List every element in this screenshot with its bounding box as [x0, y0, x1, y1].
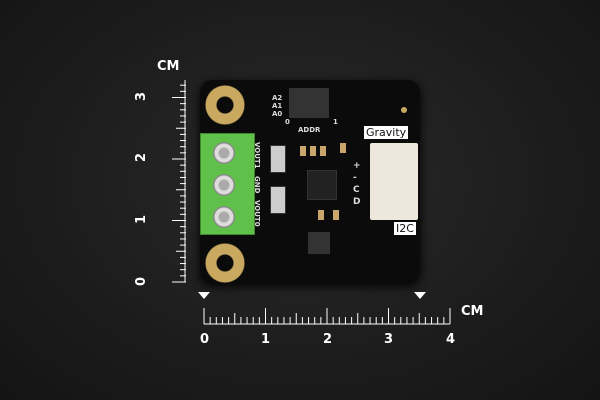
terminal-label: VOUT1: [253, 142, 261, 169]
vertical-ruler-label: 2: [134, 152, 150, 163]
capacitor: [333, 210, 339, 220]
led: [401, 107, 407, 113]
mounting-hole: [205, 243, 245, 283]
pin-label: A2: [272, 94, 283, 102]
horizontal-ruler: [200, 302, 455, 326]
diode: [270, 186, 286, 214]
vertical-ruler-label: 3: [134, 91, 150, 102]
horizontal-ruler-label: 3: [384, 332, 394, 347]
horizontal-ruler-label: 2: [323, 332, 333, 347]
screw: [213, 174, 235, 196]
marker-triangle: [414, 292, 426, 305]
gravity-label: Gravity: [364, 126, 409, 139]
screw-terminal[interactable]: [200, 133, 255, 235]
horizontal-ruler-label: 4: [446, 332, 456, 347]
screw: [213, 142, 235, 164]
terminal-label: VOUT0: [253, 200, 261, 227]
resistor: [300, 146, 306, 156]
main-chip: [307, 170, 337, 200]
pin-label: D: [353, 197, 361, 207]
i2c-label: I2C: [394, 222, 416, 235]
switch-value: 1: [333, 118, 338, 126]
pin-label: C: [353, 185, 360, 195]
pin-label: +: [353, 161, 361, 171]
pin-label: A0: [272, 110, 283, 118]
vertical-ruler: [168, 78, 186, 285]
resistor: [320, 146, 326, 156]
switch-value: 0: [285, 118, 290, 126]
vertical-ruler-label: 0: [134, 276, 150, 287]
horizontal-ruler-label: 0: [200, 332, 210, 347]
capacitor: [340, 143, 346, 153]
screw: [213, 206, 235, 228]
addr-label: ADDR: [298, 126, 321, 134]
pin-label: -: [353, 173, 357, 183]
regulator: [308, 232, 330, 254]
resistor: [310, 146, 316, 156]
capacitor: [318, 210, 324, 220]
terminal-label: GND: [253, 176, 261, 194]
vertical-ruler-label: 1: [134, 214, 150, 225]
mounting-hole: [205, 85, 245, 125]
marker-triangle: [198, 292, 210, 305]
pin-label: A1: [272, 102, 283, 110]
horizontal-ruler-label: 1: [261, 332, 271, 347]
dip-switch[interactable]: [289, 88, 329, 118]
power-labels: + - C D: [353, 160, 361, 208]
addr-pins: A2 A1 A0: [272, 94, 282, 118]
horizontal-ruler-unit: CM: [461, 304, 484, 319]
gravity-connector[interactable]: [370, 143, 418, 220]
vertical-ruler-unit: CM: [157, 59, 180, 74]
diode: [270, 145, 286, 173]
